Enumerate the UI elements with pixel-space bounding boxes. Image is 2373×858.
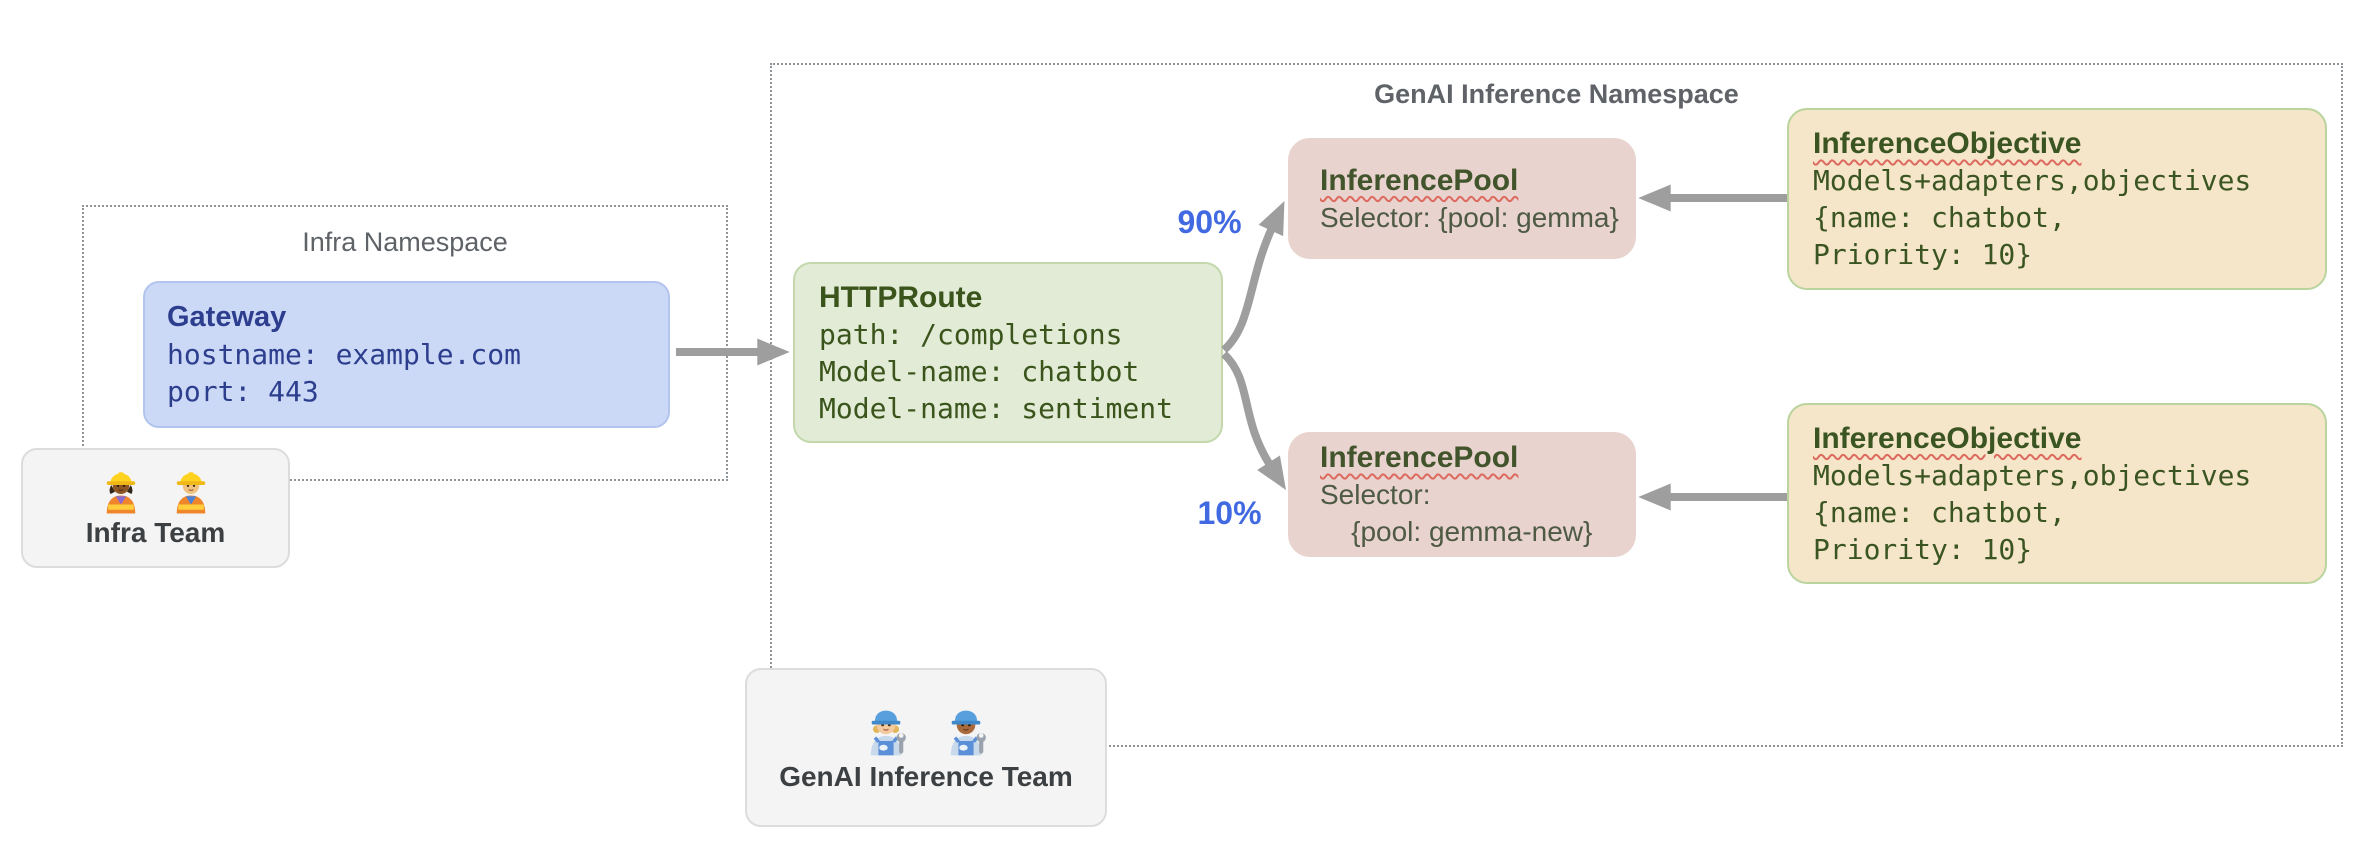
inference-objective-top-title: InferenceObjective bbox=[1813, 127, 2082, 160]
objective-top-models: Models+adapters,objectives bbox=[1813, 164, 2252, 197]
httproute-model-sentiment: Model-name: sentiment bbox=[819, 391, 1174, 425]
inference-pool-top-node: InferencePool Selector: {pool: gemma} bbox=[1288, 138, 1636, 259]
genai-namespace-box: GenAI Inference Namespace bbox=[770, 63, 2343, 747]
httproute-path: path: /completions bbox=[819, 317, 1123, 351]
inference-pool-top-selector: Selector: {pool: gemma} bbox=[1320, 201, 1619, 233]
genai-team-icons bbox=[859, 703, 993, 757]
gateway-node: Gateway hostname: example.com port: 443 bbox=[143, 281, 670, 428]
httproute-title: HTTPRoute bbox=[819, 280, 983, 314]
genai-team-label: GenAI Inference Team bbox=[779, 760, 1073, 792]
infra-namespace-box: Infra Namespace bbox=[82, 205, 728, 481]
construction-worker-woman-icon bbox=[106, 472, 135, 514]
inference-objective-bottom-title: InferenceObjective bbox=[1813, 421, 2082, 455]
genai-team-card: GenAI Inference Team bbox=[745, 668, 1107, 827]
infra-team-icons bbox=[97, 467, 215, 515]
inference-pool-bottom-title: InferencePool bbox=[1320, 441, 1519, 474]
inference-pool-bottom-node: InferencePool Selector: {pool: gemma-new… bbox=[1288, 432, 1636, 557]
traffic-percent-top-label: 90% bbox=[1177, 204, 1242, 240]
inference-pool-bottom-selector-value: {pool: gemma-new} bbox=[1320, 516, 1593, 547]
objective-bottom-models: Models+adapters,objectives bbox=[1813, 458, 2252, 492]
gateway-port: port: 443 bbox=[167, 375, 319, 408]
objective-bottom-name: {name: chatbot, bbox=[1813, 495, 2066, 529]
gateway-title: Gateway bbox=[167, 301, 287, 333]
infra-team-card: Infra Team bbox=[21, 448, 290, 568]
infra-namespace-title: Infra Namespace bbox=[302, 227, 508, 257]
mechanic-woman-icon bbox=[870, 710, 906, 755]
objective-top-name: {name: chatbot, bbox=[1813, 201, 2066, 234]
inference-objective-bottom-node: InferenceObjective Models+adapters,objec… bbox=[1787, 403, 2327, 584]
traffic-percent-bottom-label: 10% bbox=[1197, 495, 1262, 531]
objective-top-priority: Priority: 10} bbox=[1813, 238, 2033, 271]
httproute-model-chatbot: Model-name: chatbot bbox=[819, 354, 1140, 388]
infra-team-label: Infra Team bbox=[85, 517, 226, 548]
inference-pool-bottom-selector: Selector: bbox=[1320, 479, 1431, 510]
genai-namespace-title: GenAI Inference Namespace bbox=[1374, 79, 1739, 109]
mechanic-man-icon bbox=[950, 710, 986, 755]
construction-worker-man-icon bbox=[176, 472, 205, 514]
httproute-node: HTTPRoute path: /completions Model-name:… bbox=[793, 262, 1223, 443]
gateway-hostname: hostname: example.com bbox=[167, 338, 522, 371]
inference-pool-top-title: InferencePool bbox=[1320, 163, 1519, 197]
objective-bottom-priority: Priority: 10} bbox=[1813, 532, 2033, 566]
inference-objective-top-node: InferenceObjective Models+adapters,objec… bbox=[1787, 108, 2327, 290]
